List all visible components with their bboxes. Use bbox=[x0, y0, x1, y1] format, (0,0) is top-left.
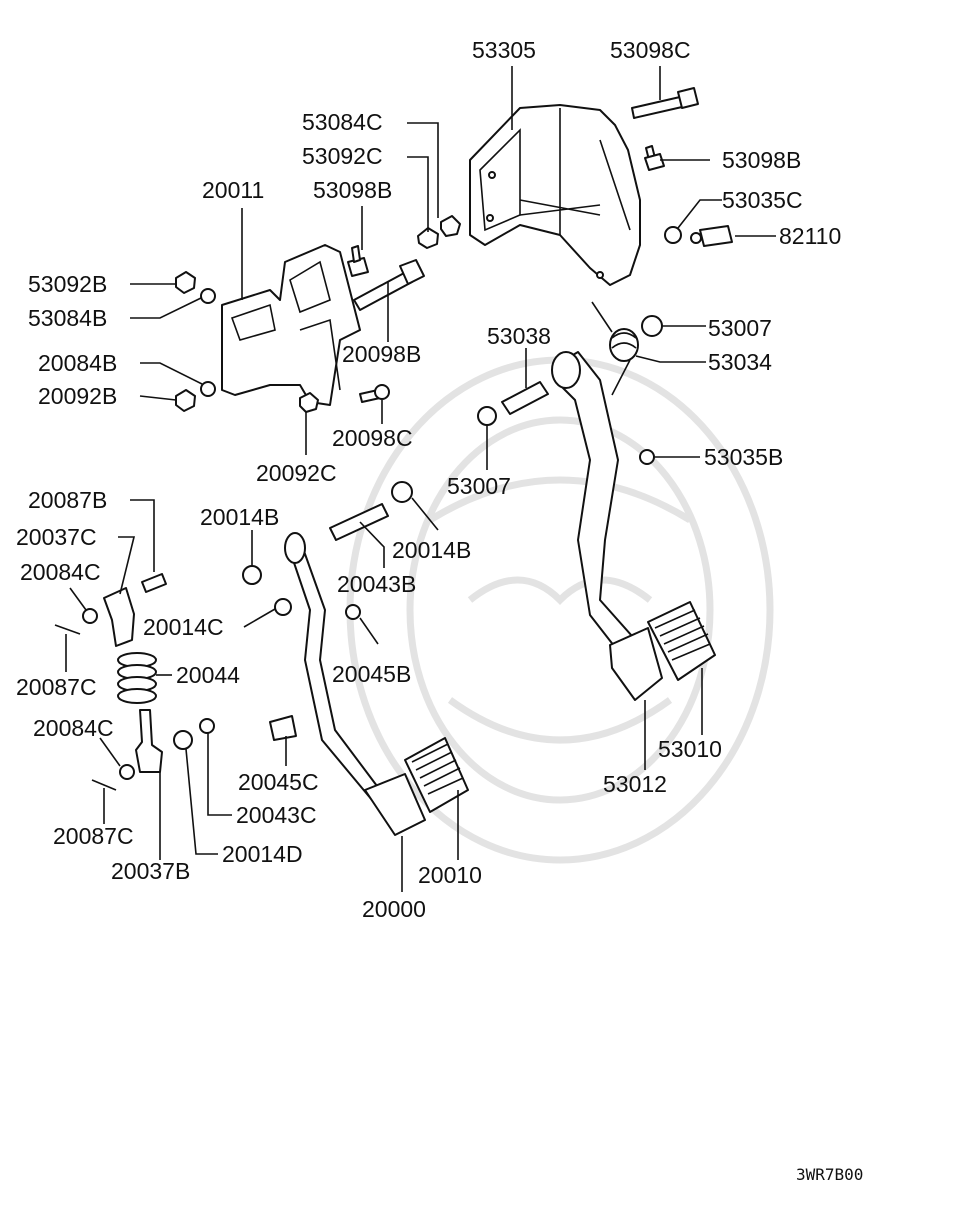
callout-20014B-right: 20014B bbox=[392, 537, 471, 563]
callout-20014B-left: 20014B bbox=[200, 504, 279, 530]
nut-20092C bbox=[299, 392, 319, 413]
callout-20084C-top: 20084C bbox=[20, 559, 101, 585]
bushing-20014B bbox=[242, 481, 413, 585]
callout-53098B-left: 53098B bbox=[313, 177, 392, 203]
callout-53007-top: 53007 bbox=[708, 315, 772, 341]
pin-20087C-lower bbox=[91, 779, 117, 791]
leader-lines bbox=[65, 66, 776, 892]
stopper-53035B bbox=[639, 449, 655, 465]
collar-20043C bbox=[199, 718, 215, 734]
callout-20084C-bottom: 20084C bbox=[33, 715, 114, 741]
bolt-20087B bbox=[141, 573, 167, 593]
bolt-53098B-left bbox=[347, 245, 369, 277]
pin-20043B bbox=[329, 503, 389, 541]
pin-20087C-upper bbox=[54, 624, 81, 635]
callout-53038: 53038 bbox=[487, 323, 551, 349]
callout-20098C: 20098C bbox=[332, 425, 413, 451]
callout-20010: 20010 bbox=[418, 862, 482, 888]
spring-53034 bbox=[591, 301, 639, 396]
bushing-20014C bbox=[274, 598, 292, 616]
brake-pedal-arm bbox=[551, 351, 716, 701]
callout-20098B: 20098B bbox=[342, 341, 421, 367]
callout-20092C: 20092C bbox=[256, 460, 337, 486]
callout-53092C: 53092C bbox=[302, 143, 383, 169]
watermark-emblem bbox=[346, 356, 774, 864]
clevis-20037C bbox=[103, 587, 135, 647]
switch-82110 bbox=[690, 225, 733, 247]
callout-20011: 20011 bbox=[202, 177, 264, 203]
washer-20084C-lower bbox=[119, 764, 135, 780]
callout-53084B: 53084B bbox=[28, 305, 107, 331]
callout-53034: 53034 bbox=[708, 349, 772, 375]
callout-20087B: 20087B bbox=[28, 487, 107, 513]
callout-20037C: 20037C bbox=[16, 524, 97, 550]
callout-20044: 20044 bbox=[176, 662, 240, 688]
callout-53012: 53012 bbox=[603, 771, 667, 797]
bushing-20014D bbox=[173, 730, 193, 750]
callout-20087C-bottom: 20087C bbox=[53, 823, 134, 849]
callout-20043B: 20043B bbox=[337, 571, 416, 597]
callout-20014C: 20014C bbox=[143, 614, 224, 640]
callout-20000: 20000 bbox=[362, 896, 426, 922]
callout-20043C: 20043C bbox=[236, 802, 317, 828]
spring-20044 bbox=[117, 652, 157, 704]
callout-53035B: 53035B bbox=[704, 444, 783, 470]
callout-20045B: 20045B bbox=[332, 661, 411, 687]
diagram-code: 3WR7B00 bbox=[796, 1165, 863, 1184]
clevis-20037B bbox=[135, 709, 163, 773]
callout-20084B: 20084B bbox=[38, 350, 117, 376]
callout-20037B: 20037B bbox=[111, 858, 190, 884]
nuts-53092B-53084B bbox=[175, 271, 216, 304]
callout-53098B-top: 53098B bbox=[722, 147, 801, 173]
clutch-pedal-arm bbox=[284, 532, 469, 836]
callout-20014D: 20014D bbox=[222, 841, 303, 867]
pin-53038 bbox=[501, 381, 549, 415]
callout-53007-mid: 53007 bbox=[447, 473, 511, 499]
callout-labels: 53305 53098C 53084C 53092C 53098B 20011 … bbox=[16, 37, 841, 922]
callout-53035C: 53035C bbox=[722, 187, 803, 213]
stopper-53035C bbox=[664, 226, 682, 244]
bolt-20098B bbox=[353, 259, 425, 311]
washer-20084C-upper bbox=[82, 608, 98, 624]
callout-53084C: 53084C bbox=[302, 109, 383, 135]
callout-20087C-top: 20087C bbox=[16, 674, 97, 700]
brake-pedal-bracket bbox=[469, 104, 641, 286]
bolt-53098B-upper bbox=[644, 145, 665, 171]
stopper-20045B bbox=[345, 604, 361, 620]
stopper-20045C bbox=[269, 715, 297, 741]
callout-53010: 53010 bbox=[658, 736, 722, 762]
clutch-pedal-bracket bbox=[221, 244, 361, 406]
callout-53092B: 53092B bbox=[28, 271, 107, 297]
callout-20092B: 20092B bbox=[38, 383, 117, 409]
callout-20045C: 20045C bbox=[238, 769, 319, 795]
callout-53098C: 53098C bbox=[610, 37, 691, 63]
callout-82110: 82110 bbox=[779, 223, 841, 249]
nuts-20084B-20092B bbox=[175, 381, 216, 412]
callout-53305: 53305 bbox=[472, 37, 536, 63]
nuts-53092C-53084C bbox=[417, 215, 461, 249]
bolt-20098C bbox=[359, 384, 390, 403]
bolt-53098C bbox=[631, 87, 699, 119]
